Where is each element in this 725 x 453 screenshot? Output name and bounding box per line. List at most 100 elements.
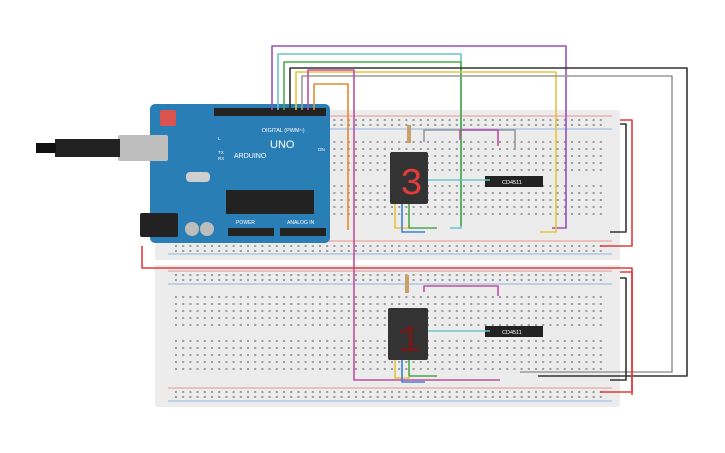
breadboard-hole xyxy=(441,155,444,157)
breadboard-hole xyxy=(506,324,509,326)
breadboard-hole xyxy=(463,391,465,393)
breadboard-hole xyxy=(398,396,401,398)
reset-button[interactable] xyxy=(160,110,176,126)
wire-seg-b-top[interactable] xyxy=(401,204,425,233)
breadboard-hole xyxy=(571,317,573,319)
breadboard-hole xyxy=(535,361,537,363)
breadboard-hole xyxy=(556,361,559,363)
breadboard-hole xyxy=(470,192,473,194)
breadboard-hole xyxy=(427,361,429,363)
breadboard-hole xyxy=(448,206,451,208)
breadboard-hole xyxy=(376,391,379,393)
breadboard-hole xyxy=(448,354,451,356)
seven-segment-top[interactable] xyxy=(390,152,428,204)
breadboard-hole xyxy=(203,279,206,281)
breadboard-hole xyxy=(196,340,199,342)
breadboard-hole xyxy=(484,169,487,171)
wire-red-top-rail[interactable] xyxy=(600,119,633,247)
wire-seg-e-top[interactable] xyxy=(459,129,499,146)
wire-black-bottom-rail[interactable] xyxy=(610,277,627,381)
breadboard-hole xyxy=(592,185,595,187)
breadboard-hole xyxy=(549,250,552,252)
breadboard-hole xyxy=(470,310,473,312)
breadboard-hole xyxy=(520,162,523,164)
breadboard-hole xyxy=(513,396,516,398)
breadboard-hole xyxy=(520,354,523,356)
breadboard-hole xyxy=(419,396,422,398)
breadboard-hole xyxy=(362,148,365,150)
breadboard-hole xyxy=(268,361,271,363)
breadboard-hole xyxy=(218,317,221,319)
breadboard-hole xyxy=(571,192,573,194)
decoder-chip-top[interactable] xyxy=(485,176,543,187)
breadboard-hole xyxy=(283,245,285,247)
breadboard-hole xyxy=(542,213,545,215)
wire-seg-c-top[interactable] xyxy=(408,204,437,229)
breadboard-hole xyxy=(441,279,444,281)
breadboard-hole xyxy=(463,119,465,121)
breadboard-hole xyxy=(592,296,595,298)
breadboard-hole xyxy=(369,361,372,363)
wire-purple[interactable] xyxy=(271,45,567,229)
wire-seg-c-bottom[interactable] xyxy=(408,360,437,377)
breadboard-hole xyxy=(448,303,451,305)
resistor-bottom[interactable] xyxy=(405,275,409,293)
breadboard-hole xyxy=(527,169,530,171)
wire-grey[interactable] xyxy=(301,75,673,373)
breadboard-hole xyxy=(542,274,545,276)
wire-seg-e-bottom[interactable] xyxy=(423,285,499,296)
breadboard-hole xyxy=(254,391,257,393)
breadboard-hole xyxy=(239,303,242,305)
wire-orange[interactable] xyxy=(313,83,349,230)
breadboard-hole xyxy=(189,303,192,305)
breadboard-hole xyxy=(563,361,566,363)
resistor-top[interactable] xyxy=(407,125,411,143)
breadboard-hole xyxy=(311,396,314,398)
breadboard-hole xyxy=(232,274,235,276)
seven-segment-bottom[interactable] xyxy=(388,308,428,360)
breadboard-hole xyxy=(506,310,509,312)
breadboard-hole xyxy=(592,303,595,305)
breadboard-hole xyxy=(491,148,494,150)
breadboard-hole xyxy=(304,279,307,281)
breadboard-hole xyxy=(355,148,357,150)
wire-red-bottom-rail[interactable] xyxy=(600,271,633,393)
breadboard-hole xyxy=(391,213,393,215)
wire-green[interactable] xyxy=(283,61,462,226)
breadboard-hole xyxy=(455,192,458,194)
breadboard-hole xyxy=(419,296,422,298)
breadboard-hole xyxy=(283,361,285,363)
breadboard-hole xyxy=(441,354,444,356)
breadboard-hole xyxy=(412,141,415,143)
breadboard-hole xyxy=(556,119,559,121)
breadboard-hole xyxy=(319,279,321,281)
wire-teal[interactable] xyxy=(277,53,462,229)
wire-seg-b-bottom[interactable] xyxy=(401,360,425,383)
breadboard-hole xyxy=(398,391,401,393)
breadboard-hole xyxy=(448,199,451,201)
wire-black-top-rail[interactable] xyxy=(610,123,627,233)
breadboard-hole xyxy=(470,361,473,363)
breadboard-hole xyxy=(513,354,516,356)
breadboard-hole xyxy=(463,199,465,201)
breadboard-hole xyxy=(340,169,343,171)
breadboard-hole xyxy=(297,274,300,276)
breadboard-hole xyxy=(578,310,581,312)
wire-seg-a-top[interactable] xyxy=(394,204,412,229)
breadboard-hole xyxy=(383,245,386,247)
wire-yellow[interactable] xyxy=(295,71,557,233)
breadboard-hole xyxy=(383,206,386,208)
breadboard-hole xyxy=(203,245,206,247)
breadboard-hole xyxy=(247,361,249,363)
breadboard-hole xyxy=(175,368,177,370)
wire-seg-a-bottom[interactable] xyxy=(394,360,410,379)
decoder-chip-bottom[interactable] xyxy=(485,326,543,337)
breadboard-hole xyxy=(513,192,516,194)
breadboard-hole xyxy=(470,296,473,298)
breadboard-hole xyxy=(578,169,581,171)
breadboard-hole xyxy=(225,310,228,312)
breadboard-hole xyxy=(254,354,257,356)
breadboard-hole xyxy=(376,250,379,252)
wire-black-long[interactable] xyxy=(289,67,688,377)
breadboard-hole xyxy=(470,148,473,150)
